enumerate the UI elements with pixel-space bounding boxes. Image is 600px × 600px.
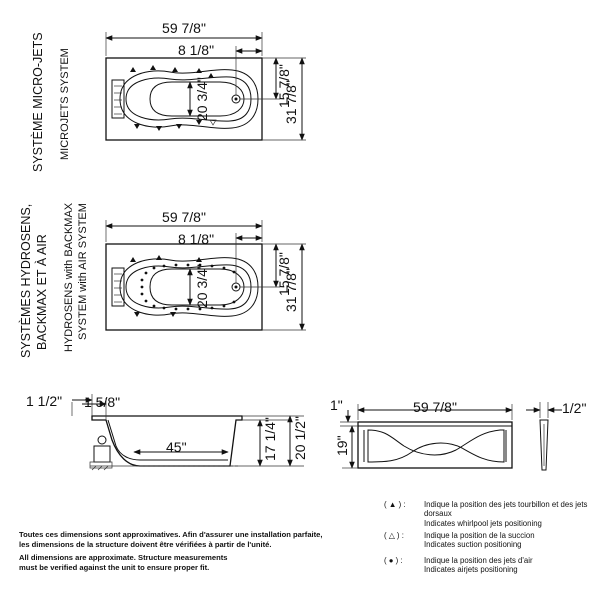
hydrosens-label-en-2: SYSTEM with AIR SYSTEM bbox=[77, 203, 89, 340]
side-height-dim: 20 1/2" bbox=[292, 416, 308, 460]
legend-whirlpool-text: Indique la position des jets tourbillon … bbox=[424, 500, 588, 528]
front-view-wave bbox=[367, 429, 505, 463]
microjets-length-dim: 59 7/8" bbox=[162, 20, 206, 36]
front-view-panel-profile bbox=[539, 419, 549, 471]
hydrosens-length-dim: 59 7/8" bbox=[162, 209, 206, 225]
hydrosens-headrest bbox=[111, 267, 125, 307]
front-panel-depth-dim: 1/2" bbox=[562, 400, 586, 416]
front-view: 59 7/8" 1" 19" 1/2" bbox=[330, 397, 586, 471]
hydrosens-width-dim: 31 7/8" bbox=[283, 268, 299, 312]
microjets-tub-outline bbox=[105, 57, 263, 141]
hydrosens-label-fr-1: SYSTÈMES HYDROSENS, bbox=[18, 204, 33, 358]
side-view-pump bbox=[93, 445, 111, 463]
whirlpool-jet-icon: ( ▲ ) : bbox=[384, 500, 406, 509]
front-height-dim: 19" bbox=[334, 435, 350, 456]
front-top-dim: 1" bbox=[330, 397, 343, 413]
suction-icon: ( △ ) : bbox=[384, 531, 404, 540]
microjets-label-fr: SYSTÈME MICRO-JETS bbox=[30, 32, 45, 172]
side-view-profile bbox=[91, 415, 243, 467]
side-rim-drop-dim: 1 5/8" bbox=[84, 394, 120, 410]
air-jet-icon: ( ● ) : bbox=[384, 556, 403, 565]
hydrosens-half-width-dim: 15 7/8" bbox=[276, 252, 292, 296]
microjets-whirlpool-jets bbox=[130, 65, 214, 131]
hydrosens-drain-dim: 8 1/8" bbox=[178, 231, 214, 247]
hydrosens-tub-outline bbox=[105, 243, 263, 331]
note-en-line-1: All dimensions are approximate. Structur… bbox=[19, 553, 228, 562]
microjets-top-view: SYSTÈME MICRO-JETS MICROJETS SYSTEM bbox=[30, 20, 306, 172]
microjets-width-dim: 31 7/8" bbox=[283, 80, 299, 124]
hydrosens-label-fr-2: BACKMAX ET À AIR bbox=[34, 234, 49, 350]
note-fr-line-2: les dimensions de la structure doivent ê… bbox=[19, 540, 272, 549]
hydrosens-air-jets bbox=[140, 263, 236, 311]
microjets-half-width-dim: 15 7/8" bbox=[276, 64, 292, 108]
side-inner-height-dim: 17 1/4" bbox=[262, 417, 278, 461]
side-floor-length-dim: 45" bbox=[166, 439, 187, 455]
hydrosens-inner-width-dim: 20 3/4" bbox=[194, 264, 210, 308]
microjets-suction bbox=[209, 119, 217, 126]
side-view: 1 1/2" 1 5/8" 45" 17 1/4" 20 1/2" bbox=[26, 393, 308, 471]
note-en-line-2: must be verified against the unit to ens… bbox=[19, 563, 210, 572]
microjets-inner-width-dim: 20 3/4" bbox=[194, 77, 210, 121]
front-length-dim: 59 7/8" bbox=[413, 399, 457, 415]
side-view-ground bbox=[91, 465, 109, 471]
note-fr-line-1: Toutes ces dimensions sont approximative… bbox=[19, 530, 323, 539]
microjets-drain-dim: 8 1/8" bbox=[178, 42, 214, 58]
side-rim-left-dim: 1 1/2" bbox=[26, 393, 62, 409]
hydrosens-label-en-1: HYDROSENS with BACKMAX bbox=[63, 202, 75, 352]
hydrosens-top-view: SYSTÈMES HYDROSENS, BACKMAX ET À AIR HYD… bbox=[18, 202, 306, 358]
microjets-label-en: MICROJETS SYSTEM bbox=[59, 48, 71, 160]
microjets-headrest bbox=[111, 79, 125, 119]
front-view-apron bbox=[357, 421, 513, 469]
hydrosens-whirlpool-jets bbox=[130, 255, 202, 317]
